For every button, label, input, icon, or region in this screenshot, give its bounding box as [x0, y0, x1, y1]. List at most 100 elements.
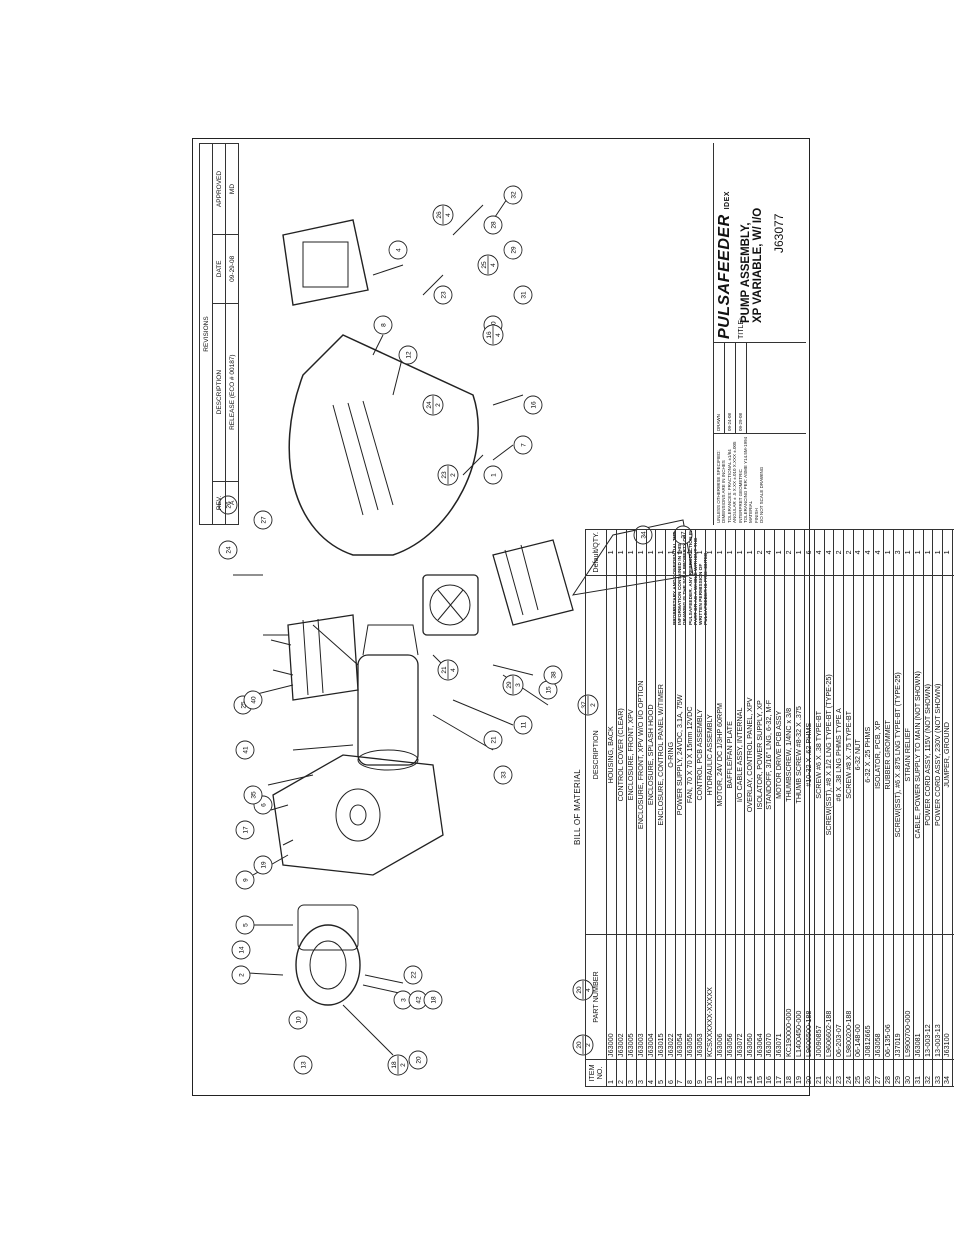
bom-item-no: 27	[873, 1059, 884, 1087]
bom-description: BAFFLE/FAN PLATE	[725, 575, 736, 935]
bom-qty: 1	[913, 529, 923, 576]
bom-description: STRAIN RELIEF	[903, 575, 914, 935]
checked-date: 09-29-08	[736, 343, 747, 433]
bom-item-no: 31	[913, 1059, 923, 1087]
bom-part-number: J63072	[735, 934, 745, 1060]
bom-part-number: L9606602-188	[824, 934, 834, 1060]
bom-qty: 1	[725, 529, 736, 576]
tolerance-notes: UNLESS OTHERWISE SPECIFIED: DIMENSIONS A…	[714, 433, 806, 525]
bom-part-number: KC190000-000	[784, 934, 795, 1060]
drawing-title: PUMP ASSEMBLY, XP VARIABLE, W/ I/O	[740, 208, 764, 323]
bom-qty: 1	[942, 529, 953, 576]
bom-description: CABLE, POWER SUPPLY TO MAIN (NOT SHOWN)	[913, 575, 923, 935]
svg-text:7: 7	[521, 443, 528, 447]
bom-qty: 2	[784, 529, 795, 576]
svg-text:29: 29	[506, 681, 513, 689]
rev-description-header: DESCRIPTION	[212, 303, 226, 482]
bom-item-no: 29	[893, 1059, 904, 1087]
balloon-13: 13	[293, 1055, 313, 1075]
bom-item-no: 10	[705, 1059, 716, 1087]
balloon-29: 29	[503, 240, 523, 260]
bom-item-no: 26	[863, 1059, 874, 1087]
balloon-42: 42	[408, 990, 428, 1010]
bom-part-number: J63006	[715, 934, 726, 1060]
motor-drawing	[357, 624, 419, 771]
bom-item-no: 3	[636, 1059, 647, 1087]
svg-text:20: 20	[576, 986, 583, 994]
bom-item-no: 2	[616, 1059, 627, 1087]
bom-qty: 1	[932, 529, 943, 576]
svg-text:42: 42	[416, 996, 423, 1004]
power-supply-drawing	[270, 614, 359, 701]
bom-description-header: DESCRIPTION	[585, 575, 607, 935]
svg-text:21: 21	[441, 666, 448, 674]
interpret-text: INTERPRET GEOMETRIC TOLERANCING PER: ASM…	[737, 436, 749, 523]
bom-item-no: 33	[932, 1059, 943, 1087]
svg-text:17: 17	[243, 826, 250, 834]
drawn-date: 09-24-08	[725, 343, 736, 433]
balloon-11: 11	[513, 715, 533, 735]
bom-description: HYDRAULIC ASSEMBLY	[705, 575, 716, 935]
svg-text:11: 11	[521, 721, 528, 728]
svg-text:28: 28	[491, 221, 498, 229]
svg-text:19: 19	[261, 861, 268, 869]
bom-part-number: J63071	[774, 934, 785, 1060]
bom-part-number: J63058	[873, 934, 884, 1060]
bom-item-no: 20	[804, 1059, 815, 1087]
svg-text:4: 4	[450, 668, 457, 672]
title-area: PULSAFEEDER IDEX TITLE: PUMP ASSEMBLY, X…	[714, 143, 806, 343]
balloon-23: 23	[433, 285, 453, 305]
bom-qty: 1	[923, 529, 933, 576]
svg-text:4: 4	[585, 988, 592, 992]
bom-part-number: L9900700-000	[903, 934, 914, 1060]
svg-text:2: 2	[450, 473, 457, 477]
drawing-title-line-2: XP VARIABLE, W/ I/O	[752, 207, 764, 323]
svg-text:37: 37	[681, 531, 688, 539]
bom-part-number: L9800200-188	[843, 934, 854, 1060]
svg-text:29: 29	[511, 246, 518, 254]
balloon-27: 27	[253, 510, 273, 530]
rev-approved-header: APPROVED	[212, 143, 226, 235]
bom-description: THUMB SCREW #8-32 X .375	[794, 575, 805, 935]
svg-text:9: 9	[243, 878, 250, 882]
housing-back-drawing	[288, 334, 479, 556]
bom-item-no: 21	[814, 1059, 825, 1087]
svg-text:24: 24	[426, 401, 433, 409]
bom-description: ENCLOSURE, FRONT, XPV	[626, 575, 637, 935]
bom-qty: 1	[616, 529, 627, 576]
bom-description: CONTROL PCB ASSEMBLY	[695, 575, 706, 935]
bom-description: 6-32 NUT	[853, 575, 864, 935]
bom-description: SCREW #6 X .38 TYPE-BT	[814, 575, 825, 935]
title-block: UNLESS OTHERWISE SPECIFIED: DIMENSIONS A…	[713, 143, 806, 525]
bom-description: STANDOFF, 3/16" LNG, 6-32, M-F	[764, 575, 775, 935]
bom-description: POWER SUPPLY, 24VDC, 3.1A, 75W	[675, 575, 686, 935]
drawing-title-line-1: PUMP ASSEMBLY,	[740, 222, 752, 323]
bom-description: THUMBSCREW, 1/4NC x 3/8	[784, 575, 795, 935]
bom-item-no: 28	[883, 1059, 894, 1087]
svg-text:21: 21	[491, 736, 498, 744]
revisions-title: REVISIONS	[199, 143, 213, 525]
balloon-16: 16	[523, 395, 543, 415]
bom-part-number: J63000	[606, 934, 617, 1060]
svg-text:26: 26	[226, 501, 233, 509]
control-assembly-drawing	[492, 519, 694, 626]
balloon-1: 1	[483, 465, 503, 485]
bom-description: SCREW #8 X .75 TYPE-BT	[843, 575, 854, 935]
bom-item-no: 24	[843, 1059, 854, 1087]
balloon-22: 22	[403, 965, 423, 985]
svg-text:35: 35	[251, 791, 258, 799]
